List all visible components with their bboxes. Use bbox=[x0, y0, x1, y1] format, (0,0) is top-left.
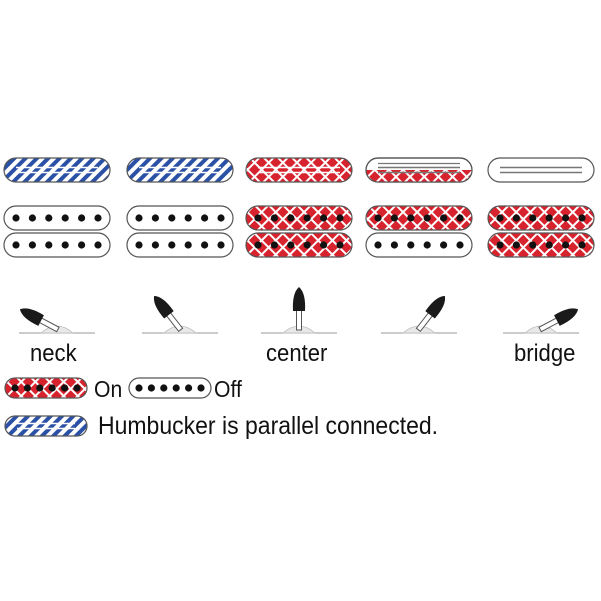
legend-parallel-label: Humbucker is parallel connected. bbox=[98, 412, 439, 440]
position-label-bridge: bridge bbox=[514, 340, 576, 367]
position-label-neck: neck bbox=[30, 340, 77, 367]
legend-on-swatch bbox=[4, 377, 88, 399]
top-pickup-4 bbox=[365, 157, 473, 183]
pickup-coil-3-b bbox=[245, 232, 353, 258]
pickup-coil-4-a bbox=[365, 205, 473, 231]
pickups-layer bbox=[3, 157, 595, 258]
switch-position-2 bbox=[126, 157, 234, 258]
toggle-switch-icon-4 bbox=[381, 295, 457, 334]
toggle-switch-icon-3 bbox=[261, 287, 337, 334]
pickup-coil-5-b bbox=[487, 232, 595, 258]
switch-position-1 bbox=[3, 157, 111, 258]
position-label-center: center bbox=[266, 340, 328, 367]
toggle-switch-icon-2 bbox=[142, 295, 218, 334]
legend-off-swatch bbox=[128, 377, 212, 399]
pickup-coil-2-a bbox=[126, 205, 234, 231]
pickup-coil-1-b bbox=[3, 232, 111, 258]
pickup-coil-2-b bbox=[126, 232, 234, 258]
pickup-coil-3-a bbox=[245, 205, 353, 231]
switch-position-4 bbox=[365, 157, 473, 258]
legend-on-label: On bbox=[94, 376, 123, 402]
legend-off-label: Off bbox=[214, 376, 242, 402]
top-pickup-2 bbox=[126, 157, 234, 183]
switch-position-5 bbox=[487, 157, 595, 258]
top-pickup-3 bbox=[245, 157, 353, 183]
toggle-switch-icon-5 bbox=[503, 308, 579, 334]
legend-parallel-swatch bbox=[4, 415, 88, 437]
legend-layer bbox=[4, 377, 212, 437]
pickup-coil-5-a bbox=[487, 205, 595, 231]
top-pickup-5 bbox=[487, 157, 595, 183]
pickup-coil-4-b bbox=[365, 232, 473, 258]
switches-layer bbox=[19, 287, 579, 334]
pickup-coil-1-a bbox=[3, 205, 111, 231]
toggle-switch-icon-1 bbox=[19, 308, 95, 334]
top-pickup-1 bbox=[3, 157, 111, 183]
switch-position-3 bbox=[245, 157, 353, 258]
